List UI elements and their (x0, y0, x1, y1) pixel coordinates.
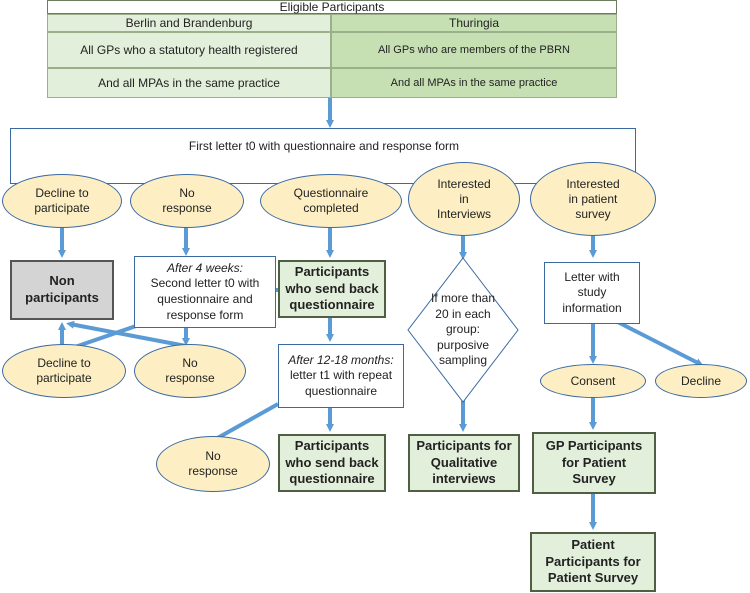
reminder-body: Second letter t0 with questionnaire and … (150, 276, 260, 322)
arrow-followup-to-noresponse3 (213, 402, 279, 442)
no-response-ellipse: No response (130, 174, 244, 228)
reminder-box: After 4 weeks: Second letter t0 with que… (134, 256, 276, 328)
thuringia-row2: And all MPAs in the same practice (331, 68, 617, 98)
decline-survey-ellipse: Decline (655, 364, 747, 398)
completed-ellipse: Questionnaire completed (260, 174, 402, 228)
gp-participants-box: GP Participants for Patient Survey (532, 432, 656, 494)
qualitative-box: Participants for Qualitative interviews (408, 434, 520, 492)
followup-body: letter t1 with repeat questionnaire (289, 368, 393, 398)
followup-box: After 12-18 months: letter t1 with repea… (278, 344, 404, 408)
thuringia-header: Thuringia (331, 14, 617, 32)
no-response3-ellipse: No response (156, 436, 270, 492)
followup-lead: After 12-18 months: (288, 352, 394, 367)
no-response2-ellipse: No response (134, 344, 246, 398)
study-info-box: Letter with study information (544, 262, 640, 324)
sampling-diamond (407, 257, 519, 403)
participants-t1-box: Participants who send back questionnaire (278, 434, 386, 492)
berlin-header: Berlin and Brandenburg (47, 14, 331, 32)
berlin-row1: All GPs who a statutory health registere… (47, 32, 331, 68)
non-participants-box: Non participants (10, 260, 114, 320)
decline-ellipse: Decline to participate (2, 174, 122, 228)
patient-survey-ellipse: Interested in patient survey (530, 162, 656, 236)
consent-ellipse: Consent (540, 364, 646, 398)
decline2-ellipse: Decline to participate (2, 344, 126, 398)
first-letter-label: First letter t0 with questionnaire and r… (188, 139, 460, 153)
patient-participants-box: Patient Participants for Patient Survey (530, 532, 656, 592)
arrow-studyinfo-to-decline (605, 314, 704, 366)
participants-t0-box: Participants who send back questionnaire (278, 260, 386, 318)
arrow-noresponse2-to-nonparticipants (66, 320, 187, 348)
interviews-ellipse: Interested in Interviews (408, 162, 520, 236)
thuringia-row1: All GPs who are members of the PBRN (331, 32, 617, 68)
eligible-title: Eligible Participants (47, 0, 617, 14)
sampling-label: If more than 20 in each group: purposive… (430, 291, 496, 368)
reminder-lead: After 4 weeks: (166, 260, 244, 275)
berlin-row2: And all MPAs in the same practice (47, 68, 331, 98)
